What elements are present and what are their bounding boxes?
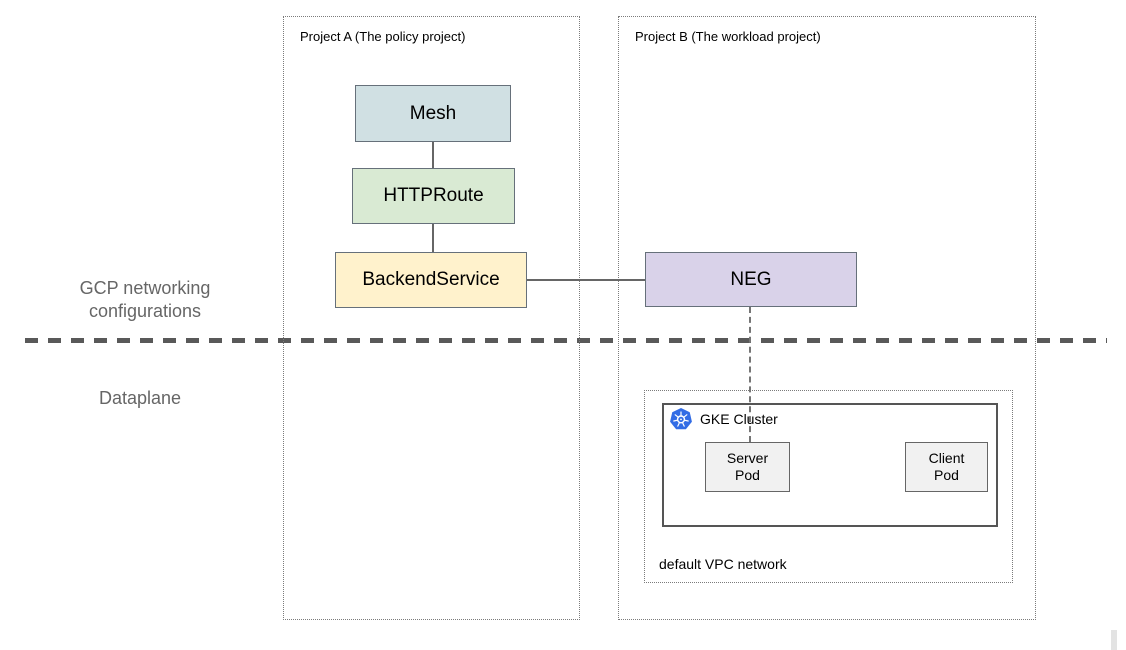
gke-cluster-label: GKE Cluster (700, 411, 778, 427)
vpc-network-boundary: default VPC network (644, 390, 1013, 583)
client-pod-node: Client Pod (905, 442, 988, 492)
httproute-node: HTTPRoute (352, 168, 515, 224)
server-pod-node: Server Pod (705, 442, 790, 492)
mesh-node-label: Mesh (409, 102, 457, 124)
edge-neg-to-serverpod-dashed (749, 307, 751, 442)
httproute-node-label: HTTPRoute (383, 185, 484, 206)
neg-node-label: NEG (730, 268, 772, 290)
project-b-boundary: Project B (The workload project) (618, 16, 1036, 620)
vpc-network-label: default VPC network (659, 556, 787, 572)
gke-cluster-header: GKE Cluster (669, 407, 778, 431)
backendservice-node: BackendService (335, 252, 527, 308)
project-a-label: Project A (The policy project) (300, 29, 466, 44)
layer-divider-dashed-line (25, 338, 1107, 343)
edge-backendservice-to-neg (527, 279, 645, 281)
scrollbar-fragment (1111, 630, 1117, 650)
neg-node: NEG (645, 252, 857, 307)
project-b-label: Project B (The workload project) (635, 29, 821, 44)
edge-mesh-to-httproute (432, 142, 434, 169)
backendservice-node-label: BackendService (362, 269, 500, 290)
gcp-networking-configurations-label: GCP networking configurations (79, 278, 211, 321)
kubernetes-icon (670, 408, 692, 430)
dataplane-label: Dataplane (98, 388, 182, 408)
edge-httproute-to-backendservice (432, 223, 434, 253)
mesh-node: Mesh (355, 85, 511, 142)
project-a-boundary: Project A (The policy project) (283, 16, 580, 620)
